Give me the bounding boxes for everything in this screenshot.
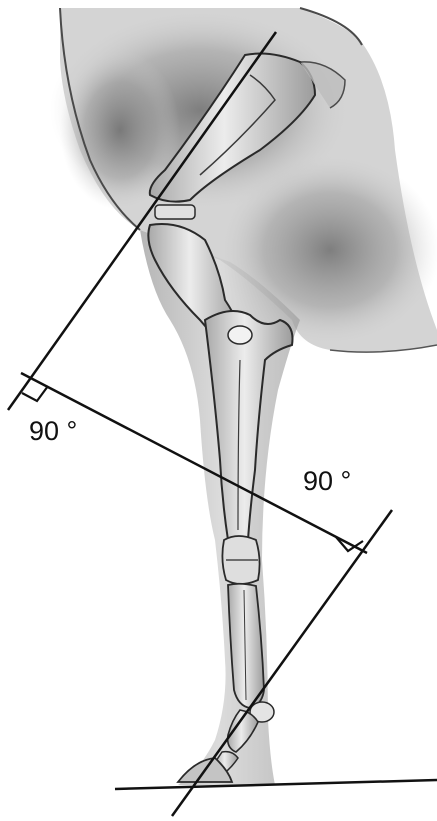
pastern-axis-line (172, 510, 392, 816)
perpendicular-line (21, 373, 367, 553)
cannon-bone (228, 584, 264, 708)
angle-label-left: 90 ° (29, 416, 77, 446)
ground-line (115, 780, 437, 789)
right-angle-marker-left (22, 386, 48, 401)
angle-label-right: 90 ° (303, 466, 351, 496)
carpus-bones (222, 536, 259, 584)
